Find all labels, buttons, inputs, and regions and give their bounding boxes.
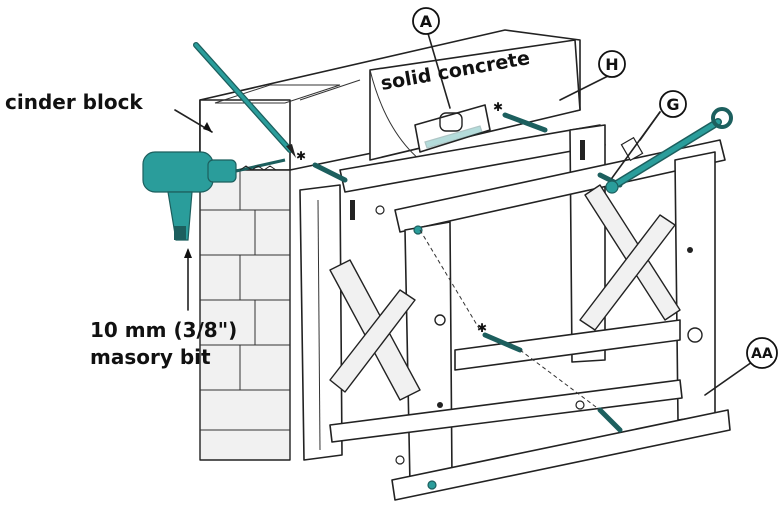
callout-g: G bbox=[659, 90, 687, 118]
wall bbox=[199, 29, 581, 461]
level-icon bbox=[414, 104, 491, 153]
wrench-icon bbox=[605, 107, 733, 194]
anchor-screw-icon: ✱ ✱ bbox=[312, 100, 623, 490]
callout-g-text: G bbox=[666, 95, 679, 114]
cinder-block-label: cinder block bbox=[5, 90, 143, 114]
leader-lines bbox=[174, 29, 753, 396]
bit-size-label: 10 mm (3/8") bbox=[90, 318, 237, 342]
callout-aa-text: AA bbox=[751, 346, 773, 362]
wall-mount-bracket bbox=[299, 124, 731, 501]
callout-a-text: A bbox=[420, 12, 433, 31]
svg-text:✱: ✱ bbox=[477, 321, 487, 335]
drill-icon bbox=[142, 151, 286, 241]
pencil-icon: ✱ bbox=[193, 42, 306, 163]
callout-h-text: H bbox=[605, 55, 618, 74]
svg-text:✱: ✱ bbox=[296, 149, 306, 163]
callout-a: A bbox=[412, 7, 440, 35]
svg-text:✱: ✱ bbox=[493, 100, 503, 114]
bit-type-label: masory bit bbox=[90, 345, 211, 369]
callout-aa: AA bbox=[746, 337, 778, 369]
callout-h: H bbox=[598, 50, 626, 78]
